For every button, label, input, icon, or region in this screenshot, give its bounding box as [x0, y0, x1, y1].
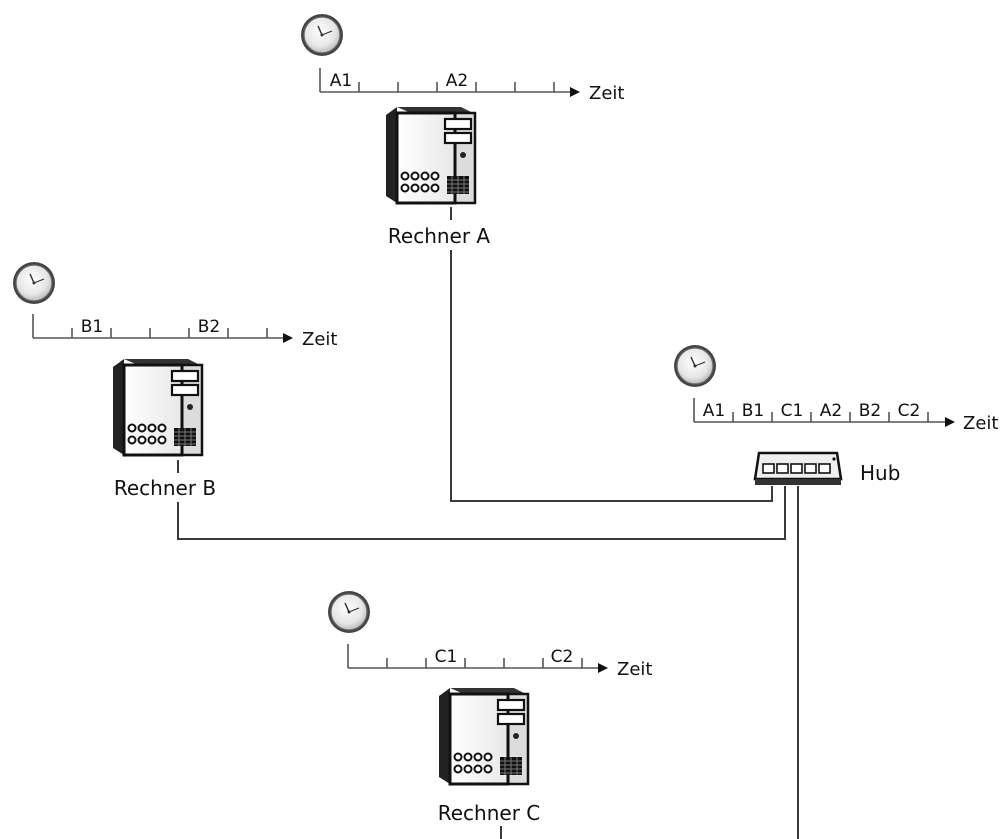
cable-b-hub	[178, 486, 785, 539]
computer-a-group: A1 A2 Zeit Rechner A	[301, 14, 624, 248]
computer-label: Rechner C	[438, 801, 541, 825]
computer-b-group: B1 B2 Zeit Rechner B	[13, 262, 337, 500]
computer-tower-icon	[113, 359, 202, 455]
timeline-slot: A1	[330, 71, 352, 91]
axis-label: Zeit	[302, 329, 337, 350]
cable-a-hub	[451, 250, 772, 501]
timeline-a: A1 A2 Zeit	[320, 68, 624, 104]
timeline-slot: B2	[198, 317, 220, 337]
hub-group: A1 B1 C1 A2 B2 C2 Zeit Hub	[674, 345, 998, 485]
clock-icon	[674, 345, 716, 387]
computer-tower-icon	[386, 107, 475, 203]
timeline-slot: C1	[435, 647, 458, 667]
hub-icon	[755, 453, 841, 485]
timeline-slot: C2	[898, 401, 921, 421]
clock-icon	[301, 14, 343, 56]
timeline-slot: A1	[703, 401, 725, 421]
timeline-slot: B1	[742, 401, 764, 421]
axis-label: Zeit	[963, 413, 998, 434]
timeline-slot: A2	[820, 401, 842, 421]
clock-icon	[328, 591, 370, 633]
timeline-b: B1 B2 Zeit	[33, 314, 337, 350]
timeline-slot: A2	[446, 71, 468, 91]
timeline-slot: C1	[781, 401, 804, 421]
timeline-slot: B1	[81, 317, 103, 337]
axis-label: Zeit	[617, 659, 652, 680]
computer-label: Rechner A	[388, 224, 491, 248]
timeline-slot: C2	[551, 647, 574, 667]
computer-tower-icon	[439, 688, 528, 784]
timeline-slot: B2	[859, 401, 881, 421]
timeline-hub: A1 B1 C1 A2 B2 C2 Zeit	[694, 398, 998, 434]
computer-c-group: C1 C2 Zeit Rechner C	[328, 591, 652, 825]
hub-label: Hub	[860, 461, 900, 485]
axis-label: Zeit	[589, 83, 624, 104]
computer-label: Rechner B	[114, 476, 216, 500]
timeline-c: C1 C2 Zeit	[348, 644, 652, 680]
clock-icon	[13, 262, 55, 304]
